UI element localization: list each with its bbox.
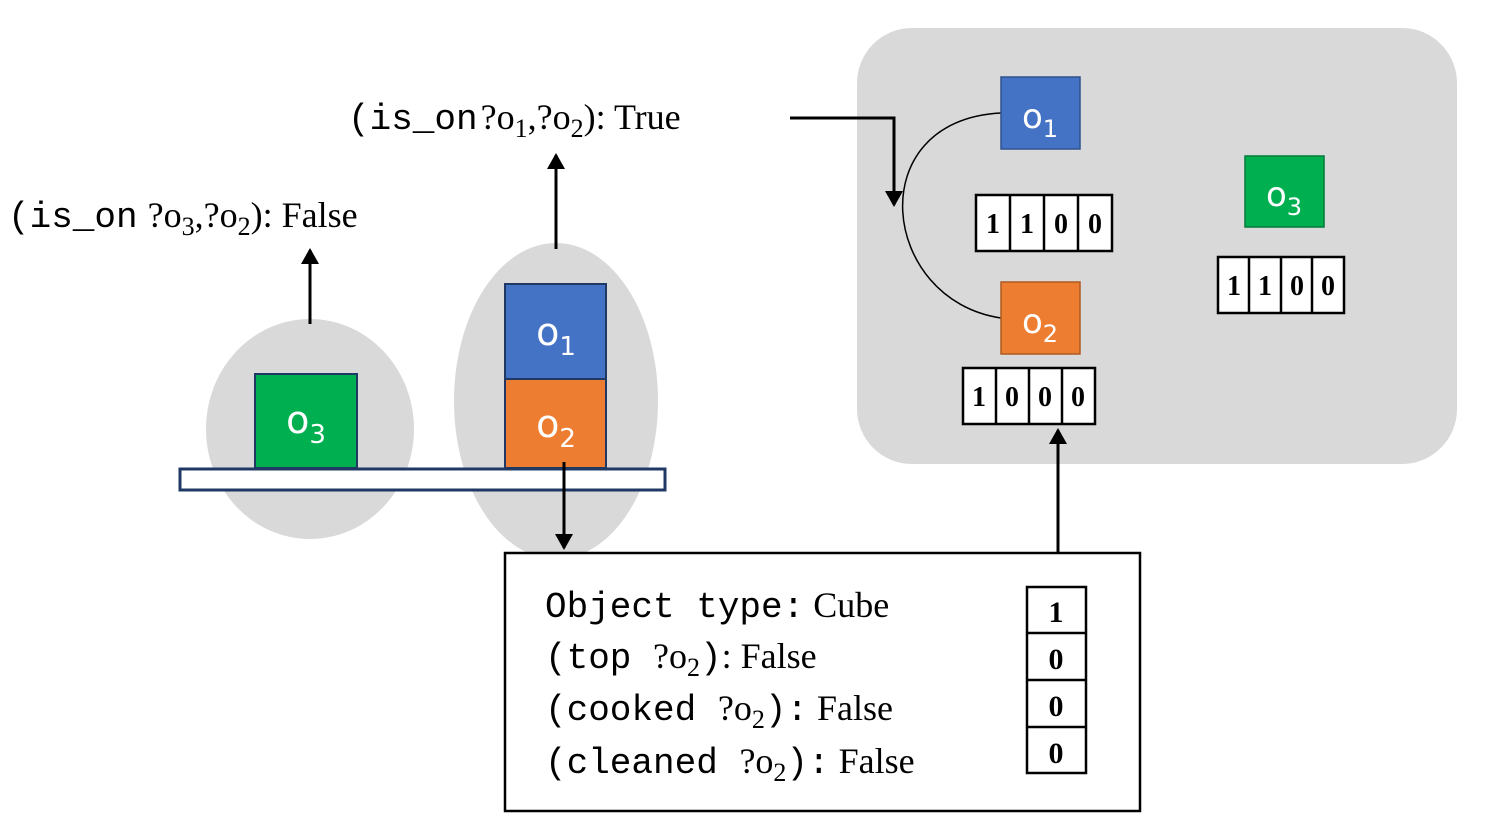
feature-row-cooked: (cooked ?o2): False <box>545 688 893 734</box>
graph-node-o3: o3 <box>1244 155 1325 228</box>
scene-cube-o3-label: o3 <box>286 398 326 450</box>
scene-cube-o1-label: o1 <box>536 310 576 362</box>
feature-bit: 1 <box>1020 209 1034 240</box>
graph-node-o1-label: o1 <box>1022 97 1058 143</box>
feature-vector-o3: 1 1 0 0 <box>1216 255 1346 315</box>
graph-node-o2: o2 <box>1000 281 1081 355</box>
scene-cube-o2-label: o2 <box>536 402 576 454</box>
feature-vector-vertical: 1 0 0 0 <box>1025 585 1088 775</box>
feature-bit: 0 <box>1290 271 1304 302</box>
feature-bit: 0 <box>1005 382 1019 413</box>
scene-cube-o2: o2 <box>504 378 607 469</box>
table-surface <box>178 467 667 492</box>
graph-node-o3-box <box>1244 155 1325 228</box>
feature-bit: 0 <box>1049 737 1064 770</box>
feature-bit: 1 <box>1227 271 1241 302</box>
feature-row-object-type: Object type: Cube <box>545 585 889 628</box>
feature-row-top: (top ?o2): False <box>545 636 817 682</box>
feature-bit: 0 <box>1038 382 1052 413</box>
predicate-is-on-o1-o2: (is_on?o1,?o2): True <box>348 97 681 143</box>
feature-bit: 0 <box>1071 382 1085 413</box>
edge-label-arrow <box>790 116 903 207</box>
graph-node-o3-label: o3 <box>1266 175 1302 221</box>
graph-node-o2-label: o2 <box>1022 302 1058 348</box>
scene-cube-o1: o1 <box>504 283 607 380</box>
graph-node-o1-box <box>1000 76 1081 150</box>
feature-bit: 0 <box>1049 643 1064 676</box>
feature-bit: 0 <box>1321 271 1335 302</box>
feature-bit: 1 <box>1049 596 1064 629</box>
feature-vector-o1: 1 1 0 0 <box>974 193 1114 253</box>
feature-bit: 0 <box>1054 209 1068 240</box>
feature-bit: 0 <box>1049 690 1064 723</box>
feature-bit: 1 <box>986 209 1000 240</box>
feature-bit: 1 <box>972 382 986 413</box>
graph-panel <box>857 28 1457 464</box>
feature-vector-o2: 1 0 0 0 <box>961 366 1097 426</box>
scene-cube-o3: o3 <box>254 373 358 469</box>
graph-node-o1: o1 <box>1000 76 1081 150</box>
predicate-is-on-o3-o2: (is_on?o3,?o2): False <box>8 195 358 241</box>
feature-bit: 1 <box>1258 271 1272 302</box>
graph-node-o2-box <box>1000 281 1081 355</box>
feature-bit: 0 <box>1088 209 1102 240</box>
graph-edge-curve <box>902 112 1002 319</box>
feature-row-cleaned: (cleaned ?o2): False <box>545 741 915 787</box>
